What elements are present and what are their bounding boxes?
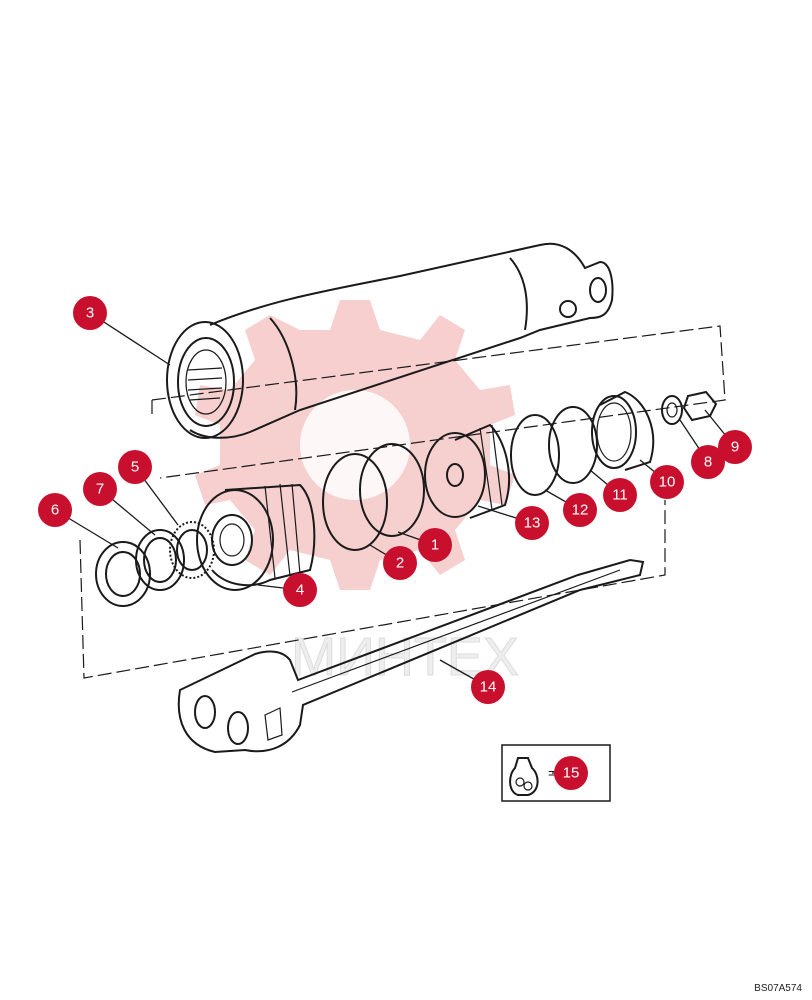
callouts: 1 2 3 4 5 6 7 8 9 10 11 12 13 14 15 [38, 296, 752, 790]
assembly-dashed-line-bottom [79, 500, 666, 679]
callout-6: 6 [38, 493, 72, 527]
callout-11-label: 11 [612, 487, 628, 504]
callout-10: 10 [650, 465, 684, 499]
callout-15: 15 [554, 756, 588, 790]
callout-1-label: 1 [431, 537, 439, 554]
callout-13: 13 [515, 506, 549, 540]
callout-12: 12 [563, 493, 597, 527]
callout-9-label: 9 [731, 439, 739, 456]
callout-5-label: 5 [131, 459, 139, 476]
lock-nut [682, 390, 718, 422]
callout-7-label: 7 [96, 481, 104, 498]
callout-14-label: 14 [480, 679, 497, 696]
callout-4: 4 [283, 573, 317, 607]
piston [424, 423, 511, 519]
spacer [591, 390, 655, 471]
callout-2: 2 [383, 546, 417, 580]
wiper-seal [95, 541, 151, 607]
callout-7: 7 [83, 472, 117, 506]
piston-ring [548, 406, 598, 484]
callout-8: 8 [691, 445, 725, 479]
callout-13-label: 13 [524, 515, 541, 532]
o-ring [322, 453, 388, 551]
piston-rod [177, 558, 645, 754]
washer [661, 395, 683, 425]
callout-15-label: 15 [563, 765, 580, 782]
callout-11: 11 [603, 478, 637, 512]
callout-4-label: 4 [296, 582, 304, 599]
callout-5: 5 [118, 450, 152, 484]
wear-ring [510, 414, 560, 496]
backup-ring [169, 521, 215, 579]
callout-3-label: 3 [86, 305, 94, 322]
callout-12-label: 12 [572, 502, 589, 519]
cylinder-head [196, 483, 316, 591]
reference-code: BS07A574 [754, 983, 802, 994]
callout-1: 1 [418, 528, 452, 562]
callout-6-label: 6 [51, 502, 59, 519]
callout-10-label: 10 [659, 474, 676, 491]
watermark: МИНТЕХ [195, 300, 519, 688]
rod-seal [135, 529, 185, 591]
seal-kit-bag-icon [509, 757, 539, 796]
piston-seal [359, 443, 425, 537]
assembly-dashed-line-top [151, 325, 726, 479]
cylinder-barrel [166, 242, 614, 439]
callout-9: 9 [718, 430, 752, 464]
callout-3: 3 [73, 296, 107, 330]
callout-2-label: 2 [396, 555, 404, 572]
callout-14: 14 [471, 670, 505, 704]
callout-8-label: 8 [704, 454, 712, 471]
